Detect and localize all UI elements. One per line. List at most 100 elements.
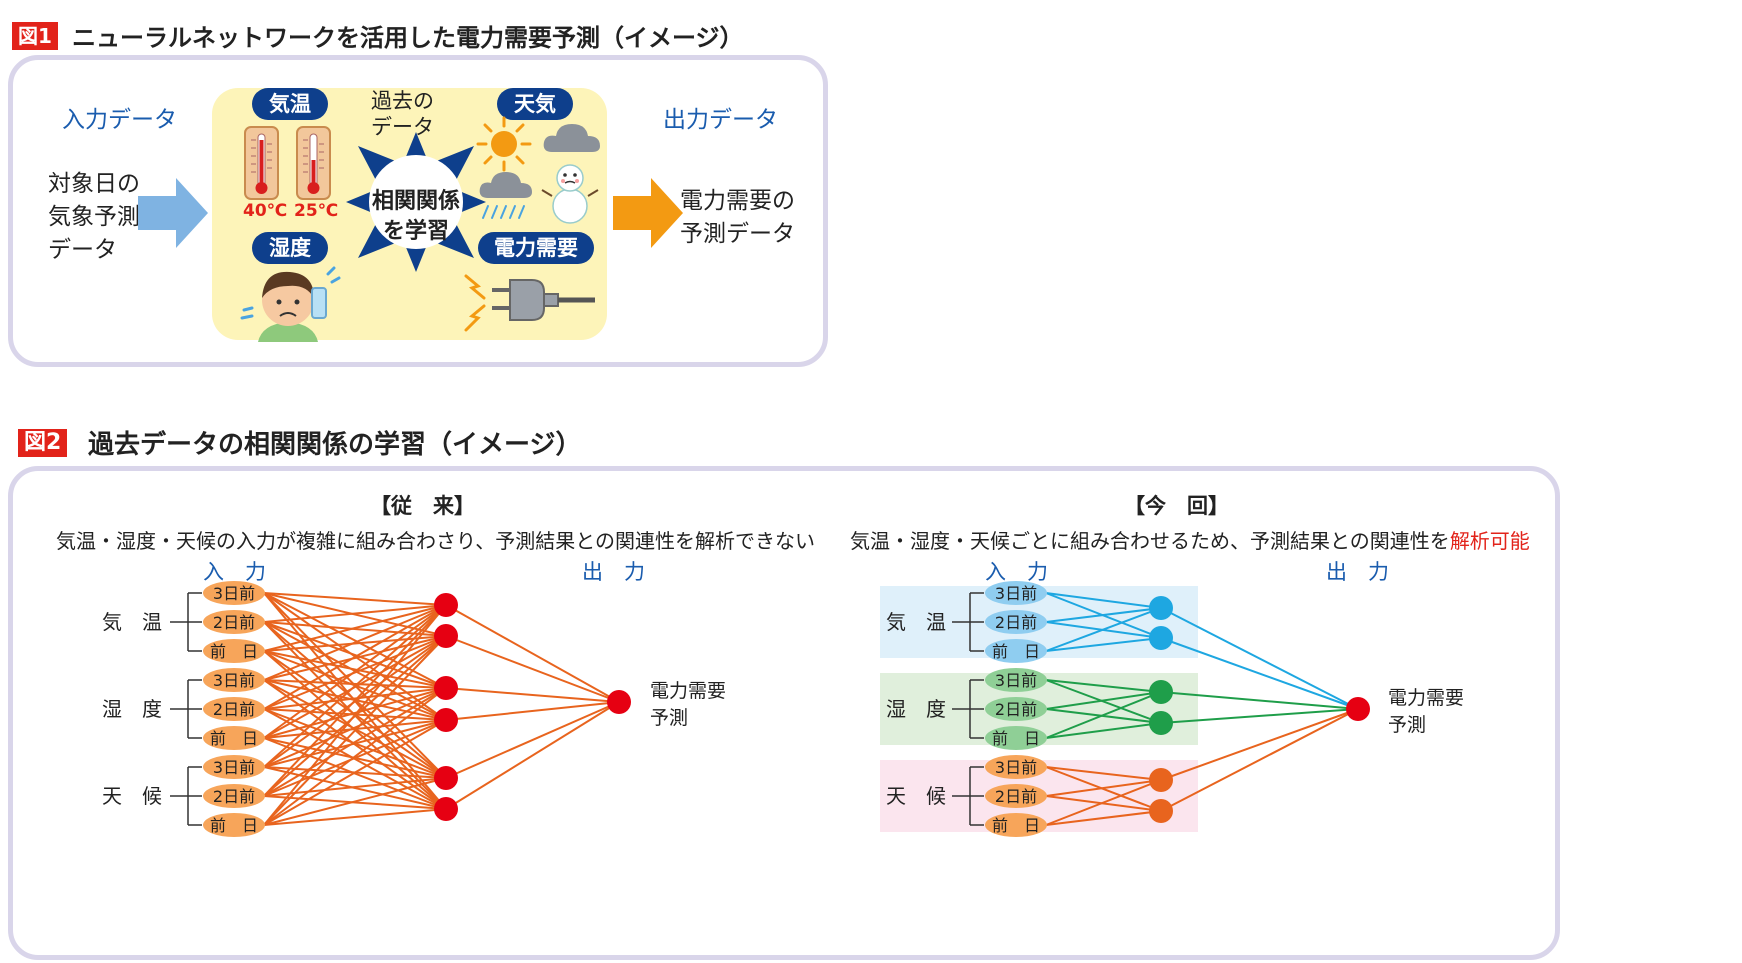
- input-node: [203, 581, 265, 605]
- connection-line: [263, 621, 447, 689]
- group-label: 湿 度: [886, 697, 946, 721]
- hidden-node: [1149, 680, 1173, 704]
- connection-line: [263, 650, 447, 689]
- pill-weather: 天気: [497, 88, 573, 120]
- input-node-label: 2日前: [995, 613, 1037, 632]
- input-node: [203, 697, 265, 721]
- fig2-title: 過去データの相関関係の学習（イメージ）: [88, 430, 582, 460]
- group-label: 天 候: [102, 784, 162, 808]
- output-label: 予測: [1388, 714, 1426, 736]
- connection-line: [1045, 691, 1162, 739]
- connection-line: [263, 687, 447, 710]
- connection-line: [263, 808, 447, 826]
- group-label: 天 候: [886, 784, 946, 808]
- input-node-label: 2日前: [213, 700, 255, 719]
- hidden-node: [1149, 711, 1173, 735]
- output-label: 予測: [650, 707, 688, 729]
- connection-line: [445, 701, 620, 779]
- pill-humidity: 湿度: [252, 232, 328, 264]
- temp-label-25: 25℃: [294, 201, 339, 221]
- input-node-label: 2日前: [995, 787, 1037, 806]
- new-output-head: 出 力: [1326, 560, 1389, 584]
- input-data-label: 入力データ: [62, 107, 177, 133]
- connection-line: [263, 604, 447, 710]
- connection-line: [445, 687, 620, 703]
- past-data-label: 過去の データ: [371, 89, 434, 139]
- input-node-label: 3日前: [213, 584, 255, 603]
- input-description: 対象日の 気象予測 データ: [48, 171, 140, 263]
- connection-line: [1160, 708, 1359, 812]
- sun-icon: [476, 116, 532, 172]
- hidden-node: [1149, 799, 1173, 823]
- input-node-label: 前 日: [210, 642, 258, 661]
- input-node: [203, 755, 265, 779]
- input-node-label: 3日前: [995, 584, 1037, 603]
- fig1-label: 図1: [12, 22, 58, 50]
- connection-line: [1160, 708, 1359, 781]
- temp-label-40: 40℃: [243, 201, 288, 221]
- hidden-node: [1149, 626, 1173, 650]
- input-node-label: 3日前: [213, 758, 255, 777]
- connection-line: [263, 592, 447, 689]
- connection-line: [263, 604, 447, 826]
- pill-temperature: 気温: [252, 88, 328, 120]
- new-subtitle: 気温・湿度・天候ごとに組み合わせるため、予測結果との関連性を解析可能: [850, 529, 1530, 553]
- conventional-input-head: 入 力: [203, 560, 266, 584]
- hidden-node: [434, 708, 458, 732]
- connection-line: [1045, 766, 1162, 781]
- rain-cloud-icon: [479, 172, 532, 219]
- hidden-node: [434, 624, 458, 648]
- new-input-head: 入 力: [985, 560, 1048, 584]
- input-node: [985, 813, 1047, 837]
- output-node: [607, 690, 631, 714]
- new-heading: 【今 回】: [1124, 494, 1229, 518]
- fig2-label: 図2: [18, 429, 68, 457]
- connection-line: [263, 604, 447, 797]
- connection-line: [263, 719, 447, 826]
- connection-line: [1045, 679, 1162, 693]
- conventional-heading: 【従 来】: [370, 494, 475, 518]
- starburst-icon: [346, 132, 486, 272]
- input-node: [985, 755, 1047, 779]
- input-node: [985, 668, 1047, 692]
- connection-line: [1045, 810, 1162, 826]
- connection-line: [263, 635, 447, 826]
- input-node: [203, 668, 265, 692]
- hidden-node: [1149, 596, 1173, 620]
- hidden-node: [434, 797, 458, 821]
- output-label: 電力需要: [650, 680, 726, 702]
- hidden-node: [1149, 768, 1173, 792]
- fig1-title: ニューラルネットワークを活用した電力需要予測（イメージ）: [72, 24, 744, 52]
- connection-line: [263, 777, 447, 826]
- input-node: [203, 813, 265, 837]
- person-icon: [240, 266, 341, 342]
- input-node-label: 2日前: [995, 700, 1037, 719]
- connection-line: [263, 719, 447, 768]
- connection-line: [1045, 779, 1162, 826]
- input-node: [203, 639, 265, 663]
- center-learning-text: 相関関係 を学習: [371, 189, 460, 244]
- connection-line: [263, 719, 447, 739]
- input-node: [203, 610, 265, 634]
- connection-line: [1045, 722, 1162, 739]
- connection-line: [1045, 607, 1162, 652]
- cloud-icon: [543, 124, 600, 152]
- power-plug-icon: [464, 274, 595, 332]
- connection-line: [1160, 708, 1359, 724]
- pill-power-demand: 電力需要: [478, 232, 594, 264]
- input-node-label: 3日前: [995, 671, 1037, 690]
- input-node-label: 3日前: [995, 758, 1037, 777]
- connection-line: [263, 687, 447, 768]
- connection-line: [1045, 691, 1162, 710]
- connection-line: [263, 604, 447, 739]
- input-node-label: 2日前: [213, 613, 255, 632]
- connection-line: [445, 701, 620, 810]
- input-node-label: 2日前: [213, 787, 255, 806]
- input-node-label: 前 日: [992, 816, 1040, 835]
- connection-line: [263, 719, 447, 797]
- input-node: [985, 639, 1047, 663]
- hidden-node: [434, 676, 458, 700]
- connection-line: [263, 687, 447, 739]
- hidden-node: [434, 593, 458, 617]
